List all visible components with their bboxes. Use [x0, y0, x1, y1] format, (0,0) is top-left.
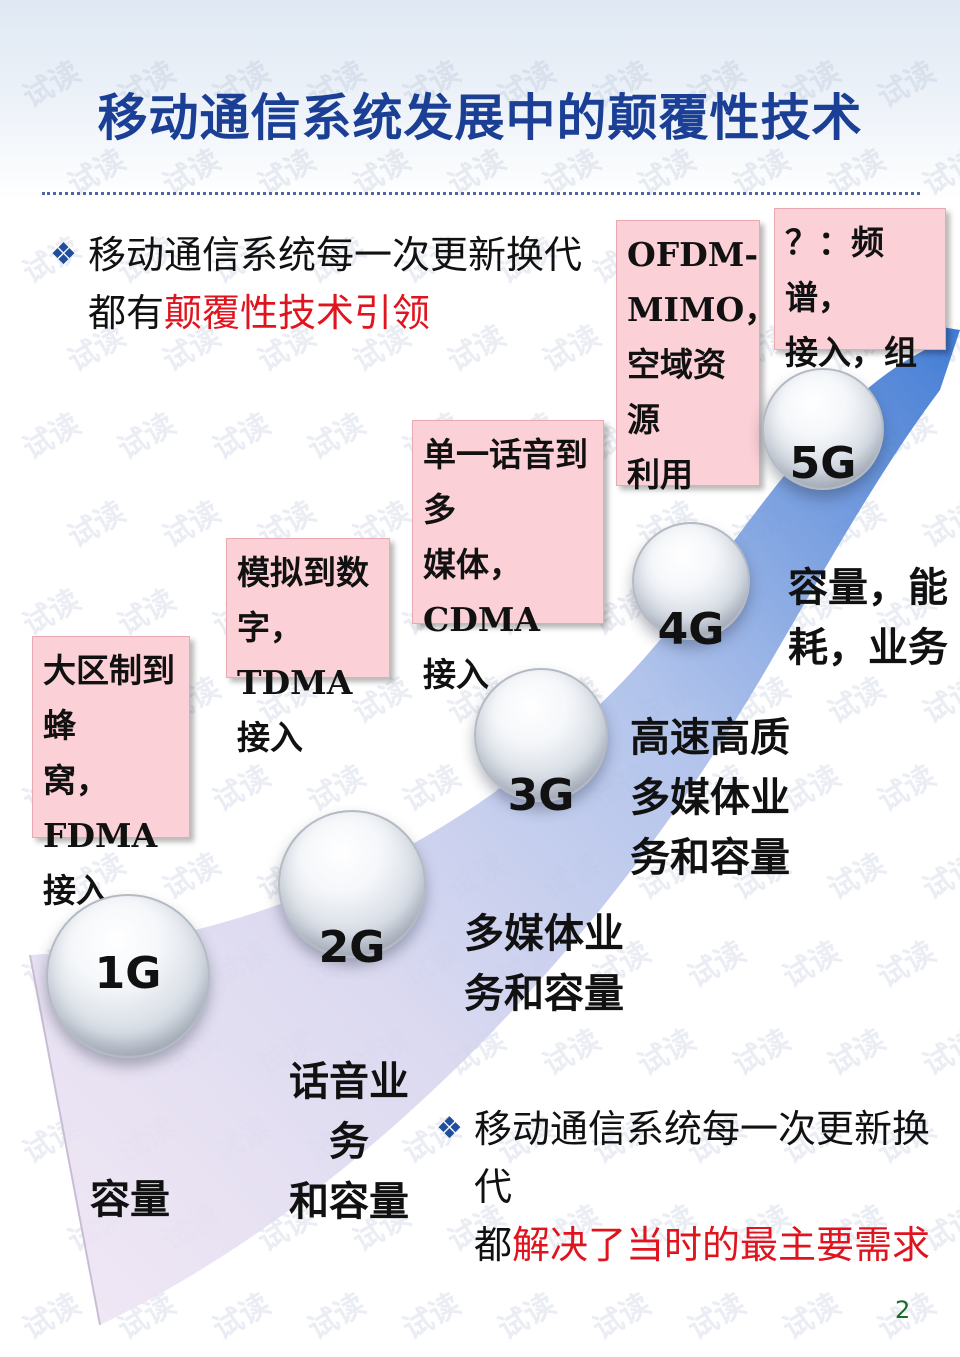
bullet-bottom-line1: 移动通信系统每一次更新换代 [474, 1107, 931, 1209]
tech-box-line: 模拟到数字， [237, 553, 369, 647]
bullet-bottom: ❖ 移动通信系统每一次更新换代 都解决了当时的最主要需求 [436, 1100, 960, 1274]
caption-line: 话音业务 [289, 1058, 409, 1165]
page-number: 2 [895, 1296, 911, 1324]
caption-line: 务和容量 [630, 834, 790, 881]
bullet-top-line1: 移动通信系统每一次更新换代 [88, 233, 583, 277]
generation-label: 3G [507, 770, 575, 821]
tech-box-line: OFDM- [627, 235, 759, 274]
tech-box-line: ？：频谱， [785, 223, 884, 317]
tech-box-line: 窝，FDMA [43, 761, 158, 855]
caption-2g: 话音业务 和容量 [284, 1052, 414, 1232]
page-title: 移动通信系统发展中的颠覆性技术 [97, 89, 863, 147]
caption-line: 容量，能 [788, 564, 948, 611]
header-band [0, 0, 960, 200]
caption-5g: 容量，能 耗，业务 [788, 558, 948, 678]
generation-label: 2G [318, 922, 386, 973]
caption-line: 多媒体业 [464, 910, 624, 957]
sphere-4g: 4G [632, 522, 750, 655]
tech-box-line: 利用 [627, 455, 693, 494]
bullet-top-line2: 都有颠覆性技术引领 [88, 284, 582, 342]
sphere-5g: 5G [762, 368, 884, 490]
generation-label: 1G [94, 948, 162, 999]
tech-box-line: TDMA接入 [237, 663, 353, 757]
tech-box-line: 空域资源 [627, 345, 726, 439]
caption-1g: 容量 [90, 1170, 170, 1230]
tech-box-line: 媒体，CDMA [423, 545, 541, 639]
diamond-bullet-icon: ❖ [50, 237, 77, 272]
bullet-bottom-highlight: 解决了当时的最主要需求 [512, 1223, 931, 1267]
tech-box-5g: ？：频谱， 接入，组网 [774, 208, 946, 427]
tech-box-line: MIMO， [627, 290, 778, 329]
caption-line: 多媒体业 [630, 774, 790, 821]
caption-4g: 高速高质 多媒体业 务和容量 [630, 708, 790, 888]
caption-line: 耗，业务 [788, 624, 948, 671]
generation-label: 4G [657, 604, 725, 655]
title-divider [42, 192, 920, 195]
tech-box-1g: 大区制到蜂 窝，FDMA 接入 [32, 636, 190, 910]
tech-box-2g: 模拟到数字， TDMA接入 [226, 538, 390, 757]
tech-box-line: 大区制到蜂 [43, 651, 175, 745]
caption-line: 高速高质 [630, 714, 790, 761]
generation-label: 5G [789, 438, 857, 489]
bullet-top-prefix: 都有 [88, 291, 165, 335]
caption-line: 务和容量 [464, 970, 624, 1017]
sphere-2g: 2G [278, 810, 426, 973]
bullet-top-highlight: 颠覆性技术引领 [164, 291, 431, 335]
tech-box-line: 单一话音到多 [423, 435, 588, 529]
tech-box-4g: OFDM- MIMO， 空域资源 利用 [616, 220, 778, 494]
diamond-bullet-icon: ❖ [436, 1111, 463, 1146]
tech-box-line: 接入 [423, 655, 489, 694]
sphere-1g: 1G [46, 894, 210, 1058]
caption-line: 容量 [90, 1176, 170, 1223]
caption-3g: 多媒体业 务和容量 [464, 904, 624, 1024]
bullet-bottom-line2: 都解决了当时的最主要需求 [474, 1216, 960, 1274]
tech-box-3g: 单一话音到多 媒体，CDMA 接入 [412, 420, 604, 694]
bullet-bottom-prefix: 都 [474, 1223, 513, 1267]
sphere-3g: 3G [474, 668, 608, 821]
bullet-top: ❖ 移动通信系统每一次更新换代 都有颠覆性技术引领 [50, 226, 583, 342]
caption-line: 和容量 [289, 1178, 409, 1225]
